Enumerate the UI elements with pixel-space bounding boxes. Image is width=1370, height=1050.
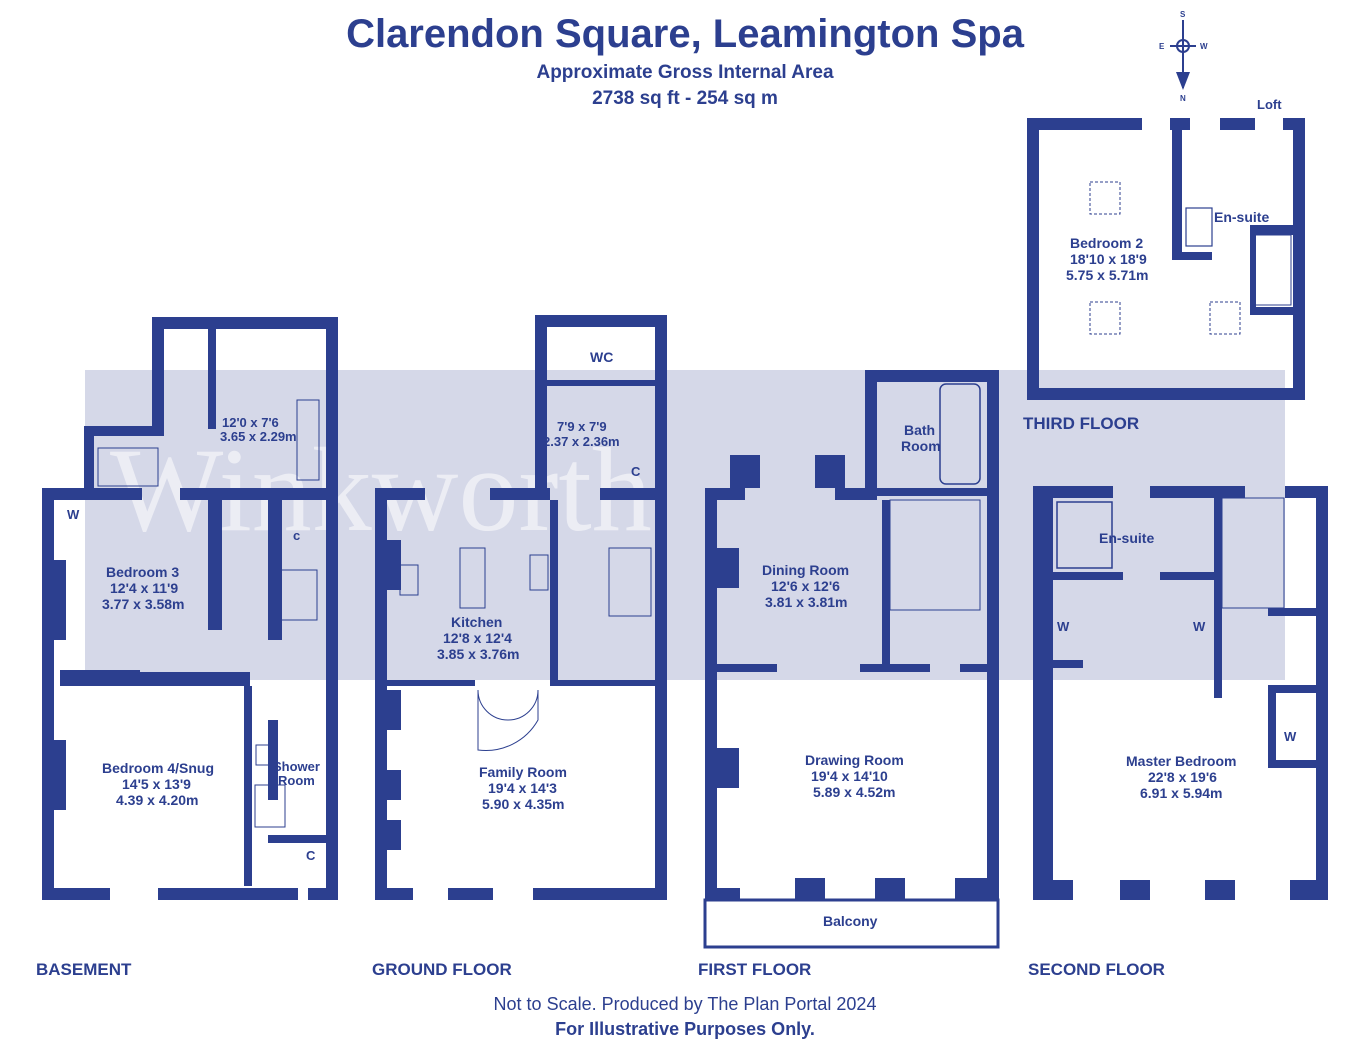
watermark-band xyxy=(85,370,1285,680)
bedroom3-name: Bedroom 3 xyxy=(106,564,179,580)
basement-utility-dim2: 3.65 x 2.29m xyxy=(220,429,297,444)
bath-name1: Bath xyxy=(904,422,935,438)
ground-floor-plan xyxy=(375,315,667,900)
family-dim1: 19'4 x 14'3 xyxy=(488,780,557,796)
family-name: Family Room xyxy=(479,764,567,780)
second-w1-label: W xyxy=(1057,619,1070,634)
kitchen-name: Kitchen xyxy=(451,614,502,630)
plan-subtitle: Approximate Gross Internal Area xyxy=(536,62,834,83)
first-floor-plan xyxy=(703,370,1000,949)
ensuite-3rd-label: En-suite xyxy=(1214,209,1269,225)
bedroom3-dim1: 12'4 x 11'9 xyxy=(110,580,178,596)
master-dim1: 22'8 x 19'6 xyxy=(1148,769,1217,785)
plan-title: Clarendon Square, Leamington Spa xyxy=(346,12,1024,56)
compass-e: E xyxy=(1159,42,1165,51)
basement-plan xyxy=(42,317,338,900)
kitchen-dim1: 12'8 x 12'4 xyxy=(443,630,512,646)
bedroom4-name: Bedroom 4/Snug xyxy=(102,760,214,776)
dining-dim1: 12'6 x 12'6 xyxy=(771,578,840,594)
second-w2-label: W xyxy=(1193,619,1206,634)
basement-c1-label: c xyxy=(293,528,300,543)
master-dim2: 6.91 x 5.94m xyxy=(1140,785,1223,801)
bedroom4-dim1: 14'5 x 13'9 xyxy=(122,776,191,792)
master-name: Master Bedroom xyxy=(1126,753,1236,769)
basement-label: BASEMENT xyxy=(36,960,132,979)
dining-dim2: 3.81 x 3.81m xyxy=(765,594,848,610)
ground-small-dim1: 7'9 x 7'9 xyxy=(557,419,607,434)
basement-w-label: W xyxy=(67,507,80,522)
third-floor-label: THIRD FLOOR xyxy=(1023,414,1140,433)
plan-area: 2738 sq ft - 254 sq m xyxy=(592,88,778,109)
balcony-label: Balcony xyxy=(823,913,878,929)
dining-name: Dining Room xyxy=(762,562,849,578)
drawing-name: Drawing Room xyxy=(805,752,904,768)
loft-label: Loft xyxy=(1257,97,1282,112)
wc-label: WC xyxy=(590,349,613,365)
first-floor-label: FIRST FLOOR xyxy=(698,960,812,979)
ground-c-label: C xyxy=(631,464,641,479)
bedroom2-dim2: 5.75 x 5.71m xyxy=(1066,267,1149,283)
drawing-dim1: 19'4 x 14'10 xyxy=(811,768,888,784)
basement-utility-dim1: 12'0 x 7'6 xyxy=(222,415,279,430)
compass-n: N xyxy=(1180,94,1186,103)
footer-disclaimer: For Illustrative Purposes Only. xyxy=(555,1019,815,1039)
compass-w: W xyxy=(1200,42,1208,51)
third-floor-plan xyxy=(1027,118,1305,400)
bedroom3-dim2: 3.77 x 3.58m xyxy=(102,596,185,612)
ground-small-dim2: 2.37 x 2.36m xyxy=(543,434,620,449)
compass-s: S xyxy=(1180,10,1186,19)
bedroom2-name: Bedroom 2 xyxy=(1070,235,1143,251)
footer-scale-note: Not to Scale. Produced by The Plan Porta… xyxy=(493,994,877,1014)
kitchen-dim2: 3.85 x 3.76m xyxy=(437,646,520,662)
second-floor-label: SECOND FLOOR xyxy=(1028,960,1165,979)
ground-floor-label: GROUND FLOOR xyxy=(372,960,512,979)
second-w3-label: W xyxy=(1284,729,1297,744)
shower-name2: Room xyxy=(278,773,315,788)
compass-icon: S N E W xyxy=(1159,10,1208,103)
bedroom4-dim2: 4.39 x 4.20m xyxy=(116,792,199,808)
bedroom2-dim1: 18'10 x 18'9 xyxy=(1070,251,1147,267)
basement-c2-label: C xyxy=(306,848,316,863)
second-floor-plan xyxy=(1033,486,1328,900)
family-dim2: 5.90 x 4.35m xyxy=(482,796,565,812)
shower-name1: Shower xyxy=(273,759,320,774)
bath-name2: Room xyxy=(901,438,941,454)
drawing-dim2: 5.89 x 4.52m xyxy=(813,784,896,800)
ensuite-2nd-label: En-suite xyxy=(1099,530,1154,546)
